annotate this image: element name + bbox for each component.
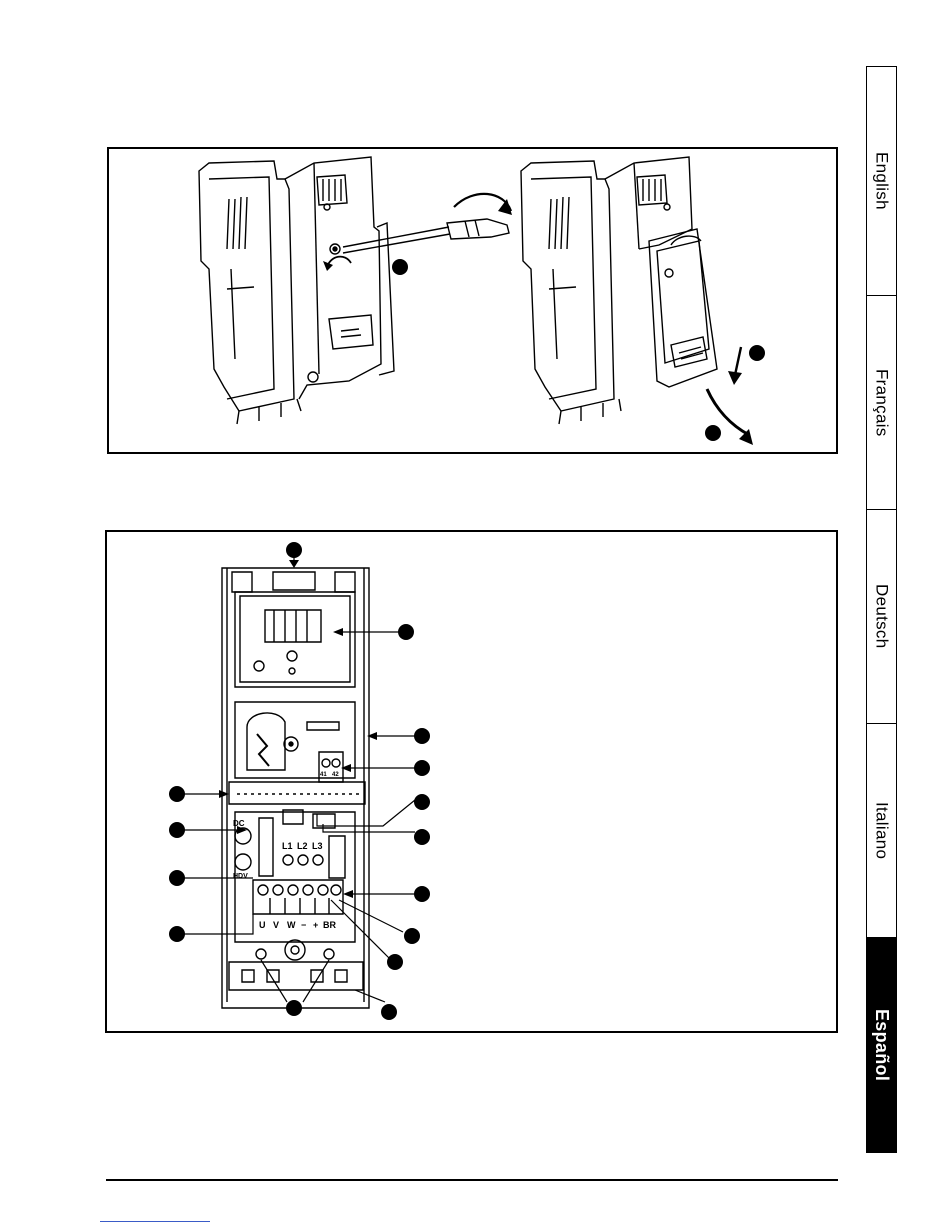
lang-tab-deutsch-label: Deutsch bbox=[872, 584, 892, 648]
drive-right-drawing bbox=[521, 157, 717, 424]
lang-tab-italiano-label: Italiano bbox=[872, 802, 892, 859]
callout-l bbox=[169, 786, 185, 802]
callout-h bbox=[404, 928, 420, 944]
callout-3 bbox=[705, 425, 721, 441]
terminal-label-l2: L2 bbox=[297, 841, 308, 851]
cover-removal-illustration bbox=[109, 149, 836, 452]
terminal-label-dc: DC bbox=[233, 819, 245, 828]
callout-k bbox=[286, 1000, 302, 1016]
callout-f bbox=[414, 829, 430, 845]
terminal-label-l3: L3 bbox=[312, 841, 323, 851]
lang-tab-deutsch[interactable]: Deutsch bbox=[867, 510, 896, 724]
footer-rule bbox=[106, 1179, 838, 1181]
lang-tab-english[interactable]: English bbox=[867, 67, 896, 296]
lang-tab-english-label: English bbox=[872, 152, 892, 210]
terminal-label-41: 41 bbox=[320, 772, 327, 778]
callout-i bbox=[387, 954, 403, 970]
lang-tab-espanol-label: Español bbox=[871, 1009, 892, 1081]
terminal-label-v: V bbox=[273, 920, 279, 930]
footer-link-underline bbox=[100, 1221, 210, 1222]
callout-a bbox=[286, 542, 302, 558]
terminal-label-minus: − bbox=[301, 920, 306, 930]
callout-m bbox=[169, 822, 185, 838]
callout-c bbox=[414, 728, 430, 744]
drive-front-illustration: L1 L2 L3 U V W − + BR DC HDV 41 42 bbox=[107, 532, 836, 1031]
drive-left-drawing bbox=[199, 157, 394, 424]
lang-tab-francais-label: Français bbox=[872, 369, 892, 437]
callout-o bbox=[169, 926, 185, 942]
callout-2 bbox=[749, 345, 765, 361]
callout-d bbox=[414, 760, 430, 776]
terminal-label-hdv: HDV bbox=[233, 873, 248, 880]
language-tabs: English Français Deutsch Italiano Españo… bbox=[866, 66, 897, 1153]
terminal-label-w: W bbox=[287, 920, 296, 930]
callout-n bbox=[169, 870, 185, 886]
cover-removal-figure bbox=[107, 147, 838, 454]
callout-b bbox=[398, 624, 414, 640]
drive-features-figure: L1 L2 L3 U V W − + BR DC HDV 41 42 bbox=[105, 530, 838, 1033]
callout-e bbox=[414, 794, 430, 810]
terminal-label-u: U bbox=[259, 920, 266, 930]
lang-tab-italiano[interactable]: Italiano bbox=[867, 724, 896, 938]
callout-g bbox=[414, 886, 430, 902]
terminal-label-plus: + bbox=[313, 920, 318, 930]
callout-1 bbox=[392, 259, 408, 275]
screwdriver-drawing bbox=[323, 194, 512, 271]
terminal-label-br: BR bbox=[323, 920, 336, 930]
lang-tab-espanol[interactable]: Español bbox=[867, 938, 896, 1152]
terminal-label-l1: L1 bbox=[282, 841, 293, 851]
lang-tab-francais[interactable]: Français bbox=[867, 296, 896, 510]
terminal-label-42: 42 bbox=[332, 772, 339, 778]
callout-j bbox=[381, 1004, 397, 1020]
